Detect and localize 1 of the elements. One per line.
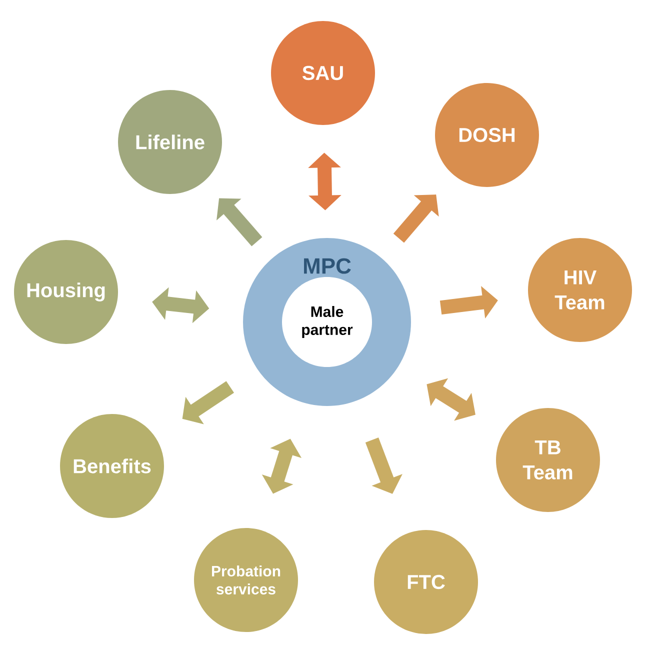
block-arrow	[216, 198, 262, 246]
